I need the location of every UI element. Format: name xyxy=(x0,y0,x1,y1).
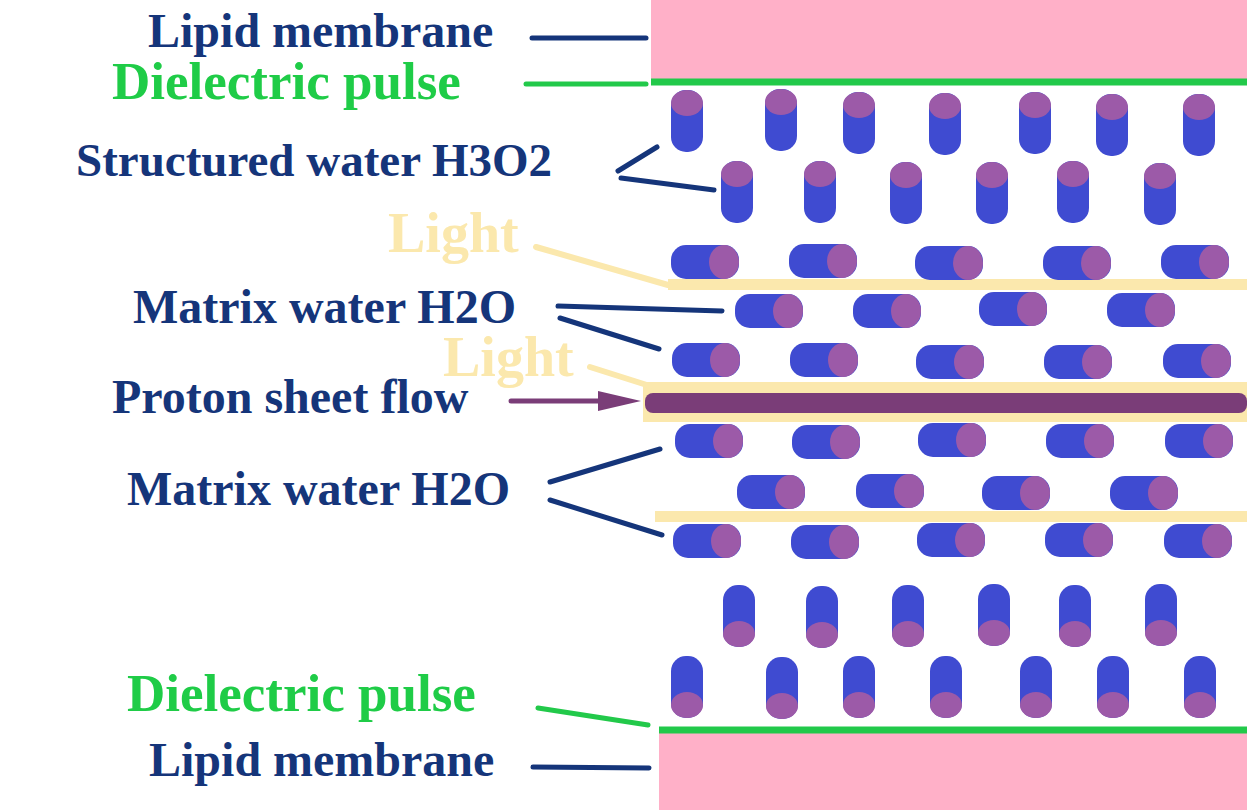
water-molecule xyxy=(1046,424,1114,458)
light-line xyxy=(655,511,1247,522)
water-molecule xyxy=(766,657,798,719)
water-molecule xyxy=(915,246,983,280)
water-molecule xyxy=(917,523,985,557)
water-molecule xyxy=(672,343,740,377)
leader-line xyxy=(560,318,659,349)
callout-label: Dielectric pulse xyxy=(127,667,476,720)
leader-line xyxy=(621,178,714,190)
callout-label: Lipid membrane xyxy=(149,736,494,784)
leader-line xyxy=(590,367,650,386)
water-molecule xyxy=(930,656,962,718)
water-molecule xyxy=(789,244,857,278)
arrow-head xyxy=(598,391,641,411)
leader-line xyxy=(550,500,662,535)
leader-line xyxy=(526,82,646,87)
water-molecule xyxy=(1145,584,1177,646)
water-molecule xyxy=(1059,585,1091,647)
proton-sheet xyxy=(645,393,1247,413)
callout-label: Proton sheet flow xyxy=(112,373,468,421)
leader-line xyxy=(532,36,646,41)
leader-line xyxy=(550,449,660,482)
water-molecule xyxy=(806,586,838,648)
light-line xyxy=(668,279,1247,290)
water-molecule xyxy=(856,474,924,508)
water-molecule xyxy=(1020,656,1052,718)
water-molecule xyxy=(1019,92,1051,154)
water-molecule xyxy=(1096,94,1128,156)
water-molecule xyxy=(790,343,858,377)
pulse-line xyxy=(659,727,1247,734)
leader-line xyxy=(558,306,722,311)
water-molecule xyxy=(1144,163,1176,225)
water-molecule xyxy=(1183,94,1215,156)
water-molecule xyxy=(721,161,753,223)
leader-line xyxy=(538,708,648,725)
water-molecule xyxy=(918,423,986,457)
membrane-band xyxy=(651,0,1247,80)
water-molecule xyxy=(843,656,875,718)
water-molecule xyxy=(916,345,984,379)
water-molecule xyxy=(671,245,739,279)
water-molecule xyxy=(1057,161,1089,223)
water-molecule xyxy=(1163,344,1231,378)
water-molecule xyxy=(737,475,805,509)
water-molecule xyxy=(843,92,875,154)
leader-line xyxy=(618,147,657,171)
water-molecule xyxy=(1184,656,1216,718)
leader-line xyxy=(536,247,668,285)
water-molecule xyxy=(792,425,860,459)
water-molecule xyxy=(976,162,1008,224)
water-molecule xyxy=(978,584,1010,646)
callout-label: Lipid membrane xyxy=(148,7,493,55)
water-molecule xyxy=(723,585,755,647)
water-molecule xyxy=(892,585,924,647)
water-molecule xyxy=(1107,293,1175,327)
water-molecule xyxy=(1044,345,1112,379)
water-molecule xyxy=(929,93,961,155)
water-molecule xyxy=(791,525,859,559)
callout-label: Light xyxy=(388,205,519,261)
membrane-band xyxy=(659,733,1247,810)
water-molecule xyxy=(890,162,922,224)
water-molecule xyxy=(982,476,1050,510)
light-band xyxy=(643,382,1247,422)
leader-arrow xyxy=(511,399,602,404)
water-molecule xyxy=(1161,245,1229,279)
water-molecule xyxy=(853,294,921,328)
water-molecule xyxy=(671,656,703,718)
water-molecule xyxy=(1043,246,1111,280)
callout-label: Matrix water H2O xyxy=(133,283,516,331)
pulse-line xyxy=(651,79,1247,86)
water-molecule xyxy=(804,161,836,223)
callout-label: Dielectric pulse xyxy=(112,55,461,108)
leader-line xyxy=(533,767,649,768)
water-molecule xyxy=(1045,523,1113,557)
water-molecule xyxy=(671,90,703,152)
callout-label: Matrix water H2O xyxy=(127,465,510,513)
water-molecule xyxy=(1164,524,1232,558)
callout-label: Structured water H3O2 xyxy=(76,137,552,184)
water-molecule xyxy=(735,294,803,328)
water-molecule xyxy=(1165,424,1233,458)
water-molecule xyxy=(1110,476,1178,510)
water-molecule xyxy=(979,292,1047,326)
water-molecule xyxy=(673,524,741,558)
water-molecule xyxy=(1097,656,1129,718)
water-molecule xyxy=(765,89,797,151)
water-molecule xyxy=(675,424,743,458)
